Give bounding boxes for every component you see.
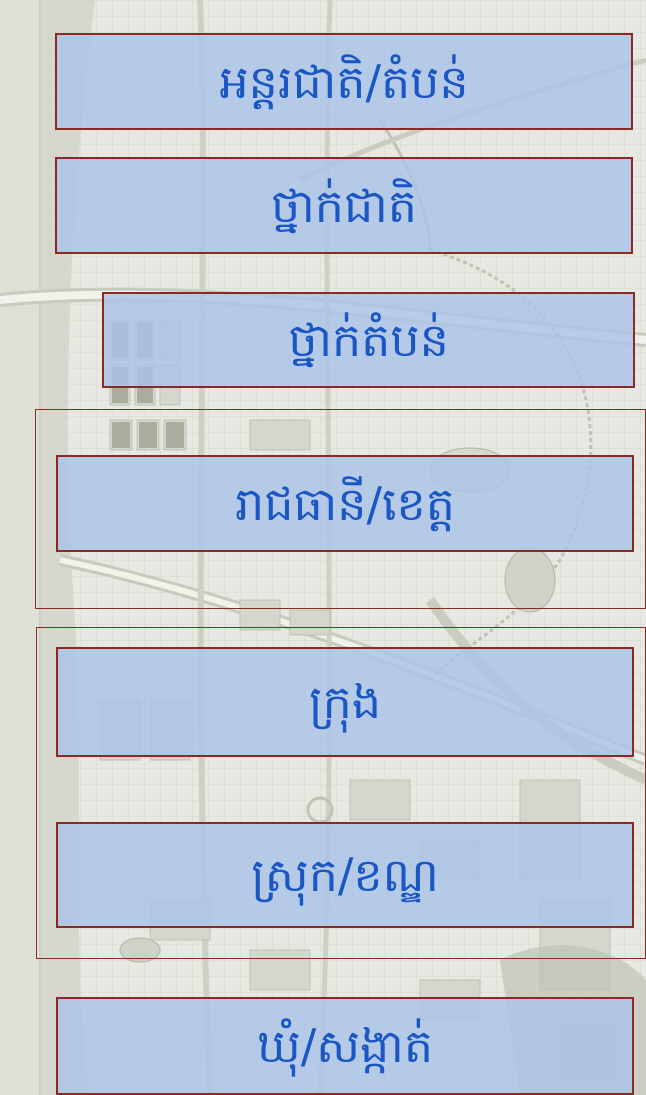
level-box-commune-sangkat: ឃុំ/សង្កាត់ — [56, 997, 634, 1095]
level-label-capital-province: រាជធានី/ខេត្ត — [235, 476, 455, 531]
level-box-district-khan: ស្រុក/ខណ្ឌ — [56, 822, 634, 928]
level-label-commune-sangkat: ឃុំ/សង្កាត់ — [256, 1019, 434, 1073]
level-box-regional: ថ្នាក់តំបន់ — [102, 292, 635, 388]
level-label-district-khan: ស្រុក/ខណ្ឌ — [251, 848, 439, 902]
level-label-city: ក្រុង — [308, 675, 382, 729]
level-label-national: ថ្នាក់ជាតិ — [271, 178, 417, 233]
level-box-capital-province: រាជធានី/ខេត្ត — [56, 455, 634, 552]
level-box-city: ក្រុង — [56, 647, 634, 757]
level-label-international-regional: អន្តរជាតិ/តំបន់ — [219, 54, 469, 109]
level-label-regional: ថ្នាក់តំបន់ — [288, 313, 449, 367]
level-box-national: ថ្នាក់ជាតិ — [55, 157, 633, 254]
level-box-international-regional: អន្តរជាតិ/តំបន់ — [55, 33, 633, 130]
